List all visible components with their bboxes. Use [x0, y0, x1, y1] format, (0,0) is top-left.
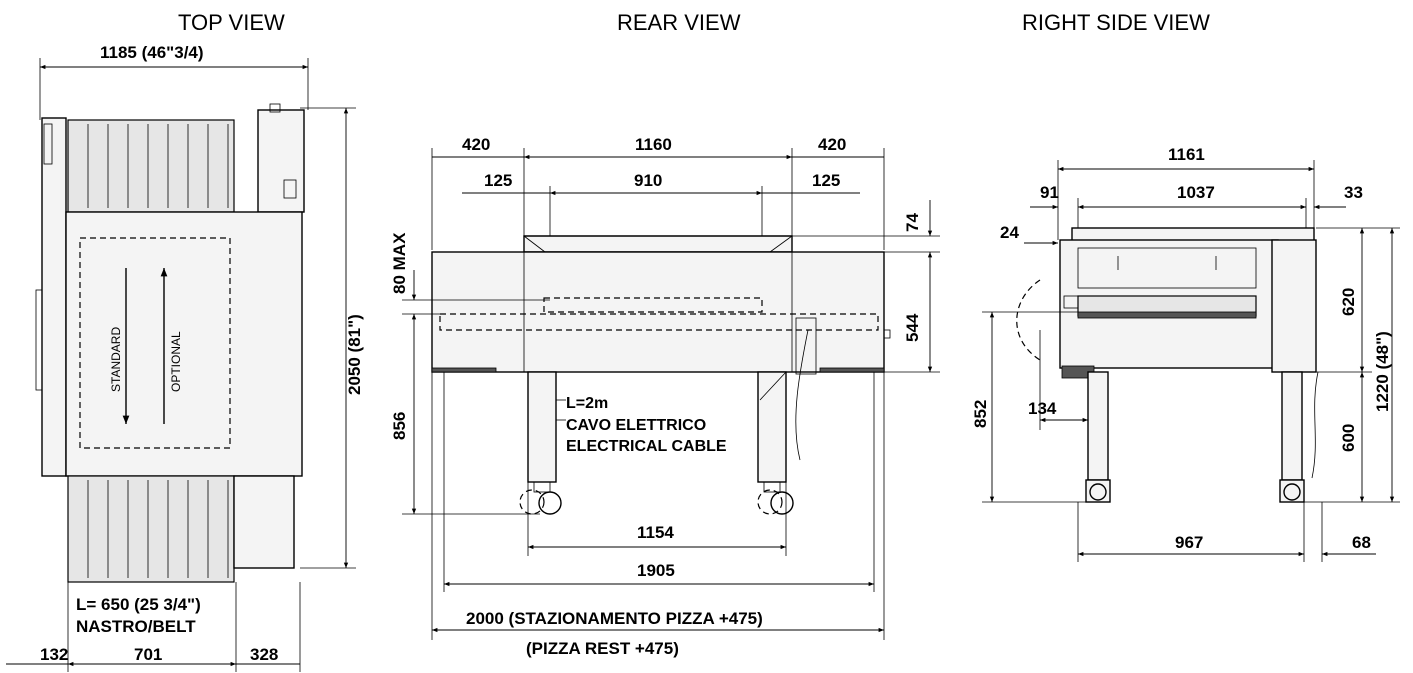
top-view: 1185 (46"3/4) 2050 (81"): [6, 43, 364, 672]
rear-top-right: 420: [818, 135, 846, 154]
side-base-right: 68: [1352, 533, 1371, 552]
direction-standard: STANDARD: [109, 327, 123, 392]
bottom-right-dim: 328: [250, 645, 278, 664]
side-offset: 24: [1000, 223, 1019, 242]
side-door: 134: [1028, 399, 1057, 418]
top-width-dim: 1185 (46"3/4): [100, 43, 204, 62]
rear-pizza-it: 2000 (STAZIONAMENTO PIZZA +475): [466, 609, 763, 628]
rear-sub-right: 125: [812, 171, 840, 190]
rear-view-title: REAR VIEW: [617, 10, 741, 35]
direction-optional: OPTIONAL: [169, 331, 183, 392]
rear-wheel-span: 1154: [637, 523, 674, 542]
rear-right-body: 544: [903, 313, 922, 342]
side-base: 967: [1175, 533, 1203, 552]
side-view: 1161 91 1037 33 24: [971, 145, 1400, 562]
top-view-title: TOP VIEW: [178, 10, 285, 35]
bottom-left-dim: 132: [40, 645, 68, 664]
rear-overall: 1905: [637, 561, 675, 580]
rear-left-max: 80 MAX: [390, 232, 409, 294]
top-depth-dim: 2050 (81"): [345, 314, 364, 395]
side-left: 91: [1040, 183, 1059, 202]
side-overall: 1161: [1168, 145, 1205, 164]
side-lower: 600: [1339, 424, 1358, 452]
rear-sub-left: 125: [484, 171, 512, 190]
belt-length: L= 650 (25 3/4"): [76, 595, 201, 614]
rear-left-height: 856: [390, 412, 409, 440]
rear-sub-mid: 910: [634, 171, 662, 190]
belt-label: NASTRO/BELT: [76, 617, 196, 636]
rear-pizza-en: (PIZZA REST +475): [526, 639, 679, 658]
bottom-mid-dim: 701: [134, 645, 162, 664]
rear-top-mid: 1160: [635, 135, 672, 154]
side-mid: 1037: [1177, 183, 1215, 202]
rear-right-top: 74: [903, 213, 922, 232]
side-view-title: RIGHT SIDE VIEW: [1022, 10, 1210, 35]
side-left-height: 852: [971, 400, 990, 428]
cable-length: L=2m: [566, 395, 608, 412]
side-total: 1220 (48"): [1373, 331, 1392, 412]
cable-label-en: ELECTRICAL CABLE: [566, 438, 727, 455]
rear-view: 420 1160 420 125 910 125 74 544: [390, 135, 940, 658]
side-right: 33: [1344, 183, 1363, 202]
rear-top-left: 420: [462, 135, 490, 154]
cable-label-it: CAVO ELETTRICO: [566, 417, 706, 434]
side-upper: 620: [1339, 288, 1358, 316]
